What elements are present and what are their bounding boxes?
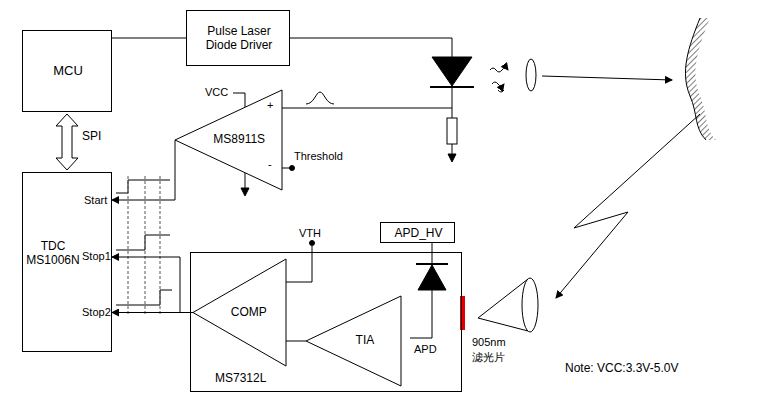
apd-diode	[418, 265, 446, 290]
ground-arrow	[448, 154, 456, 162]
ground-wire	[245, 173, 246, 188]
comparator-triangle: COMP	[193, 259, 286, 366]
module-box: MS7312L COMP TIA	[190, 252, 462, 392]
ground-wire	[452, 144, 453, 154]
terminal-dot	[290, 166, 295, 171]
node-text: TIA	[356, 333, 375, 347]
threshold-wire	[282, 168, 290, 169]
light-wave	[492, 82, 504, 86]
supply-box: APD_HV	[380, 222, 455, 243]
stop2-waveform	[116, 290, 172, 305]
laser-diode	[432, 57, 472, 86]
driver-box: Pulse Laser Diode Driver	[186, 10, 290, 66]
start-waveform	[116, 180, 170, 193]
timing-line	[145, 176, 146, 316]
text-label: VTH	[299, 227, 321, 240]
apd-wire	[410, 290, 432, 338]
triangle-outline	[175, 90, 282, 190]
laser-beam	[542, 76, 672, 80]
mcu-box: MCU	[22, 30, 112, 112]
amplifier-triangle: TIA	[306, 296, 401, 386]
node-text: Pulse Laser Diode Driver	[191, 24, 287, 52]
optical-filter	[460, 296, 465, 330]
text-label: Start	[84, 194, 107, 207]
edge-label: SPI	[82, 130, 101, 143]
text-label: Stop2	[82, 306, 111, 319]
node-text: MS7312L	[215, 371, 266, 385]
ground-arrow	[241, 188, 249, 196]
node-text: MCU	[53, 64, 83, 78]
light-wave	[490, 68, 508, 72]
sense-wire	[282, 108, 452, 109]
return-beam	[556, 114, 700, 298]
text-label: +	[267, 99, 273, 112]
timing-line	[128, 176, 129, 316]
timing-line	[160, 176, 161, 316]
text-label: -	[268, 158, 272, 171]
triangle-outline	[193, 259, 286, 366]
signal-wire	[112, 257, 193, 313]
text-label: Stop1	[82, 250, 111, 263]
pulse-shape	[306, 92, 334, 104]
text-label: APD	[414, 343, 437, 356]
target-surface	[685, 18, 706, 140]
target-hatch	[685, 18, 716, 140]
terminal-dot	[310, 241, 315, 246]
vcc-wire	[233, 93, 245, 107]
emit-lens	[526, 59, 536, 91]
text-label: Note: VCC:3.3V-5.0V	[565, 362, 678, 375]
text-label: 905nm	[472, 336, 506, 349]
signal-wire	[112, 38, 186, 39]
node-text: TDC MS1006N	[25, 239, 81, 267]
receive-lens	[522, 278, 538, 332]
driver-wire	[290, 38, 452, 57]
node-text: MS8911S	[213, 132, 265, 146]
resistor-symbol	[447, 118, 457, 144]
receive-cone	[478, 318, 528, 331]
receive-cone	[478, 279, 528, 318]
comparator-triangle: MS8911S	[175, 90, 282, 190]
text-label: 滤光片	[472, 351, 505, 364]
text-label: Threshold	[294, 150, 343, 163]
apd-hv-wire	[432, 243, 433, 264]
apd-diode-bar	[416, 263, 448, 265]
node-text: COMP	[231, 305, 267, 319]
signal-wire	[286, 341, 306, 342]
triangle-outline	[306, 296, 401, 386]
bus-arrow	[56, 114, 78, 170]
signal-wire	[112, 312, 193, 313]
node-text: APD_HV	[394, 226, 442, 240]
triangle-outline	[306, 296, 401, 386]
signal-wire	[112, 140, 175, 200]
stop1-waveform	[116, 235, 170, 250]
laser-wire	[452, 87, 453, 118]
text-label: VCC	[205, 86, 228, 99]
light-wave	[498, 90, 504, 92]
